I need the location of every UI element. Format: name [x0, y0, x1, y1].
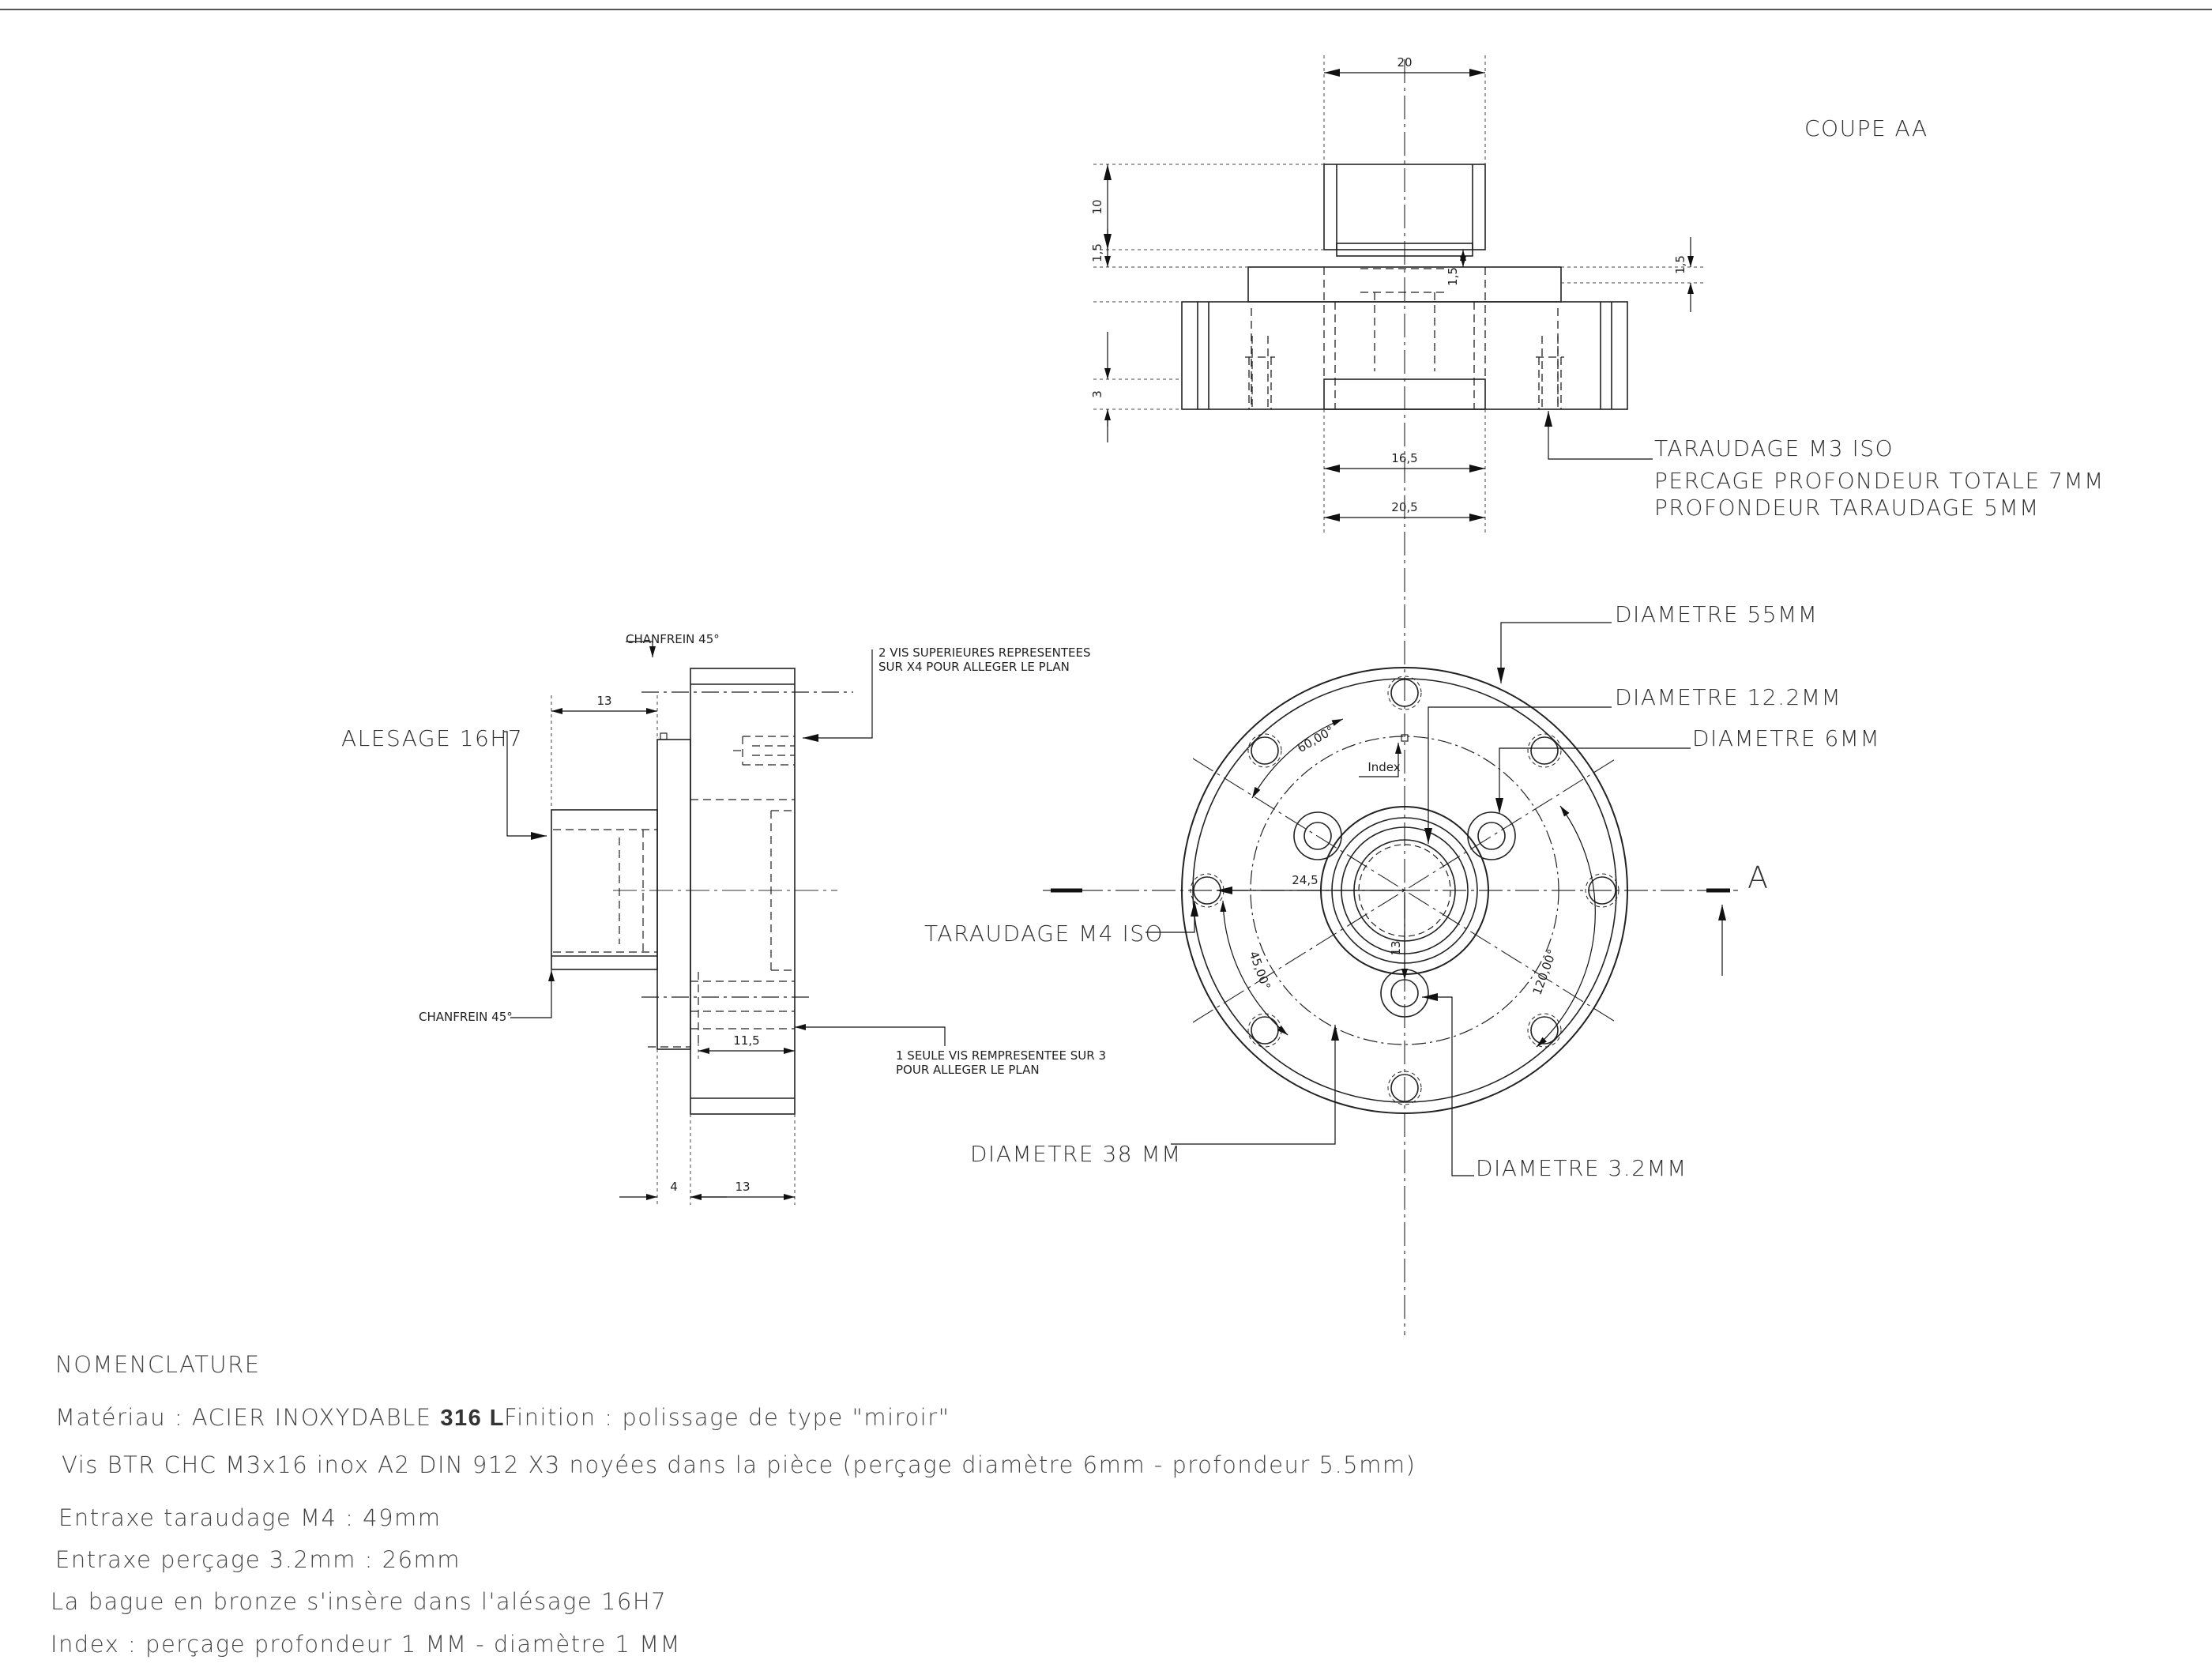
callout-chanfrein-top: CHANFREIN 45°	[626, 632, 720, 646]
leader-alesage	[504, 731, 547, 840]
section-view-coupe-aa	[1093, 55, 1706, 1335]
callout-vis-superieures-1: 2 VIS SUPERIEURES REPRESENTEES	[878, 646, 1091, 660]
callout-labels: COUPE AA TARAUDAGE M3 ISO PERCAGE PROFON…	[341, 115, 2105, 1181]
leader-diametre-55	[1497, 622, 1612, 683]
leader-diametre-38	[1171, 1025, 1339, 1145]
dim-text-16-5: 16,5	[1391, 451, 1417, 465]
index-label: Index	[1367, 760, 1400, 774]
side-hub	[551, 809, 658, 970]
callout-taraudage-m3-3: PROFONDEUR TARAUDAGE 5MM	[1654, 495, 2040, 521]
dim-text-base-step: 3	[1090, 390, 1104, 398]
cut-marker-label: A	[1747, 860, 1770, 895]
dim-text-angle-120: 120,00°	[1530, 947, 1559, 997]
dim-text-inner-step: 1,5	[1446, 267, 1460, 286]
callout-vis-superieures-2: SUR X4 POUR ALLEGER LE PLAN	[878, 660, 1070, 674]
leader-diametre-6	[1495, 747, 1691, 814]
dim-text-angle-45: 45,00°	[1247, 950, 1273, 992]
callout-vis-seule-1: 1 SEULE VIS REMPRESENTEE SUR 3	[896, 1048, 1106, 1063]
leader-taraudage-m4	[1146, 901, 1198, 933]
dim-text-right-step: 1,5	[1673, 255, 1687, 274]
callout-diametre-38: DIAMETRE 38 MM	[970, 1141, 1182, 1167]
side-shoulder	[656, 739, 691, 1050]
callout-diametre-6: DIAMETRE 6MM	[1692, 725, 1880, 751]
dim-text-side-4: 4	[670, 1180, 678, 1194]
callout-vis-seule-2: POUR ALLEGER LE PLAN	[896, 1063, 1040, 1077]
dim-text-front-13: 13	[1389, 940, 1403, 955]
dim-text-10: 10	[1090, 199, 1104, 214]
leader-taraudage-m3	[1544, 411, 1653, 460]
side-dimensions	[504, 641, 946, 1200]
dim-text-left-step: 1,5	[1090, 243, 1104, 262]
leader-vis-superieures	[803, 649, 873, 742]
dim-text-20: 20	[1397, 55, 1412, 70]
leader-chanfrein-bottom	[510, 970, 555, 1018]
side-dimension-texts: 13 11,5 4 13 CHANFREIN 45° CHANFREIN 45°…	[419, 632, 1106, 1194]
side-view	[551, 668, 853, 1205]
leader-chanfrein-top	[626, 641, 656, 657]
dim-text-20-5: 20,5	[1391, 500, 1417, 514]
dim-text-side-13-bottom: 13	[735, 1180, 750, 1194]
dim-text-24-5: 24,5	[1292, 873, 1318, 887]
dim-text-side-13-top: 13	[596, 694, 611, 708]
callout-alesage: ALESAGE 16H7	[341, 725, 523, 751]
leader-index	[1359, 743, 1401, 777]
callout-chanfrein-bottom: CHANFREIN 45°	[419, 1010, 513, 1024]
callout-taraudage-m4: TARAUDAGE M4 ISO	[924, 920, 1164, 947]
index-mark	[1401, 734, 1409, 742]
callout-diametre-3-2: DIAMETRE 3.2MM	[1476, 1155, 1687, 1181]
section-dimensions	[1104, 69, 1694, 521]
section-top-boss	[1323, 164, 1486, 250]
outer-diameter-55	[1181, 667, 1628, 1114]
dim-text-angle-60: 60,00°	[1295, 723, 1337, 755]
leader-diametre-3-2	[1422, 993, 1474, 1176]
section-title: COUPE AA	[1804, 115, 1928, 141]
front-dimension-texts: 24,5 13 60,00° 45,00° 120,00° Index	[1247, 723, 1559, 996]
callout-diametre-12-2: DIAMETRE 12.2MM	[1615, 684, 1841, 710]
leader-vis-seule	[795, 1024, 946, 1046]
callout-taraudage-m3-2: PERCAGE PROFONDEUR TOTALE 7MM	[1654, 468, 2105, 494]
section-dimension-texts: 20 10 1,5 1,5 1,5 3 16,5 20,5	[1090, 55, 1687, 514]
front-dimensions	[1051, 622, 1730, 1176]
leader-diametre-12-2	[1424, 706, 1612, 844]
dim-text-11-5: 11,5	[733, 1033, 759, 1048]
callout-diametre-55: DIAMETRE 55MM	[1615, 601, 1818, 627]
callout-taraudage-m3-1: TARAUDAGE M3 ISO	[1654, 435, 1894, 461]
